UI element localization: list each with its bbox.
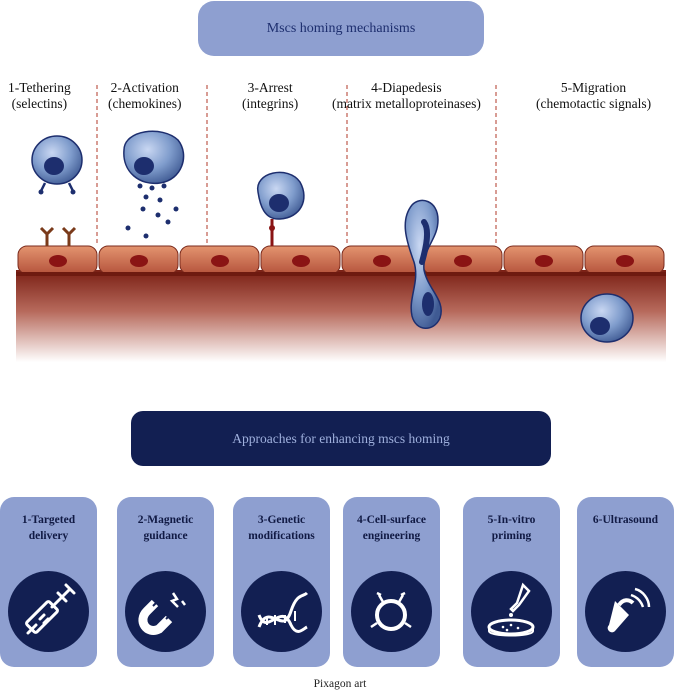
step-label-arrest: 3-Arrest (integrins) (242, 80, 298, 112)
endothelial-cell (341, 245, 422, 275)
approach-label: 1-Targeted delivery (21, 514, 76, 542)
msc-cell-activation (123, 130, 185, 239)
step-label-activation: 2-Activation (chemokines) (108, 80, 181, 112)
homing-illustration (16, 85, 666, 362)
approach-label: 3-Genetic modifications (248, 514, 315, 542)
dna-icon (241, 571, 322, 652)
step-separators (96, 85, 497, 245)
cell-icon (351, 571, 432, 652)
step-title: 1-Tethering (8, 80, 71, 95)
endothelial-cell (422, 245, 503, 275)
pipette-dish-icon (471, 571, 552, 652)
tissue-band (16, 270, 666, 362)
endothelial-cell (98, 245, 179, 275)
step-subtitle: (chemokines) (108, 96, 182, 111)
chemokine-dots (125, 183, 179, 239)
selectin-receptors (39, 226, 77, 246)
step-label-diapedesis: 4-Diapedesis (matrix metalloproteinases) (332, 80, 481, 112)
step-title: 5-Migration (560, 80, 627, 95)
ultrasound-probe-icon (585, 571, 666, 652)
endothelial-cell (260, 245, 341, 275)
step-title: 2-Activation (110, 80, 179, 95)
endothelial-layer (16, 245, 666, 276)
syringe-icon (8, 571, 89, 652)
approach-card-genetic-modifications: 3-Genetic modifications (233, 497, 330, 667)
approach-card-ultrasound: 6-Ultrasound (577, 497, 674, 667)
approach-label: 2-Magnetic guidance (137, 514, 194, 542)
approach-card-cell-surface-engineering: 4-Cell-surface engineering (343, 497, 440, 667)
approach-label: 6-Ultrasound (592, 514, 659, 526)
endothelial-cell (17, 245, 98, 275)
msc-cell-tethering (31, 135, 83, 195)
endothelial-cell (503, 245, 584, 275)
msc-cell-arrest (257, 171, 305, 246)
title-banner: Mscs homing mechanisms (198, 1, 484, 56)
approach-card-targeted-delivery: 1-Targeted delivery (0, 497, 97, 667)
step-subtitle: (matrix metalloproteinases) (332, 96, 481, 111)
magnet-icon (125, 571, 206, 652)
step-title: 4-Diapedesis (371, 80, 442, 95)
approaches-title: Approaches for enhancing mscs homing (232, 430, 450, 446)
step-subtitle: (selectins) (11, 96, 68, 111)
step-subtitle: (integrins) (242, 96, 299, 111)
approach-label: 4-Cell-surface engineering (357, 514, 426, 542)
credit-text: Pixagon art (313, 678, 367, 690)
step-subtitle: (chemotactic signals) (536, 96, 652, 111)
endothelial-cell (179, 245, 260, 275)
approaches-banner: Approaches for enhancing mscs homing (131, 411, 551, 466)
step-title: 3-Arrest (247, 80, 293, 95)
step-label-tethering: 1-Tethering (selectins) (8, 80, 71, 112)
approach-label: 5-In-vitro priming (487, 514, 536, 542)
approach-card-in-vitro-priming: 5-In-vitro priming (463, 497, 560, 667)
approach-card-magnetic-guidance: 2-Magnetic guidance (117, 497, 214, 667)
msc-cell-migration (580, 293, 634, 343)
step-label-migration: 5-Migration (chemotactic signals) (536, 80, 651, 112)
msc-cell-diapedesis (404, 199, 442, 329)
title-text: Mscs homing mechanisms (266, 20, 416, 36)
endothelial-cell (584, 245, 665, 275)
